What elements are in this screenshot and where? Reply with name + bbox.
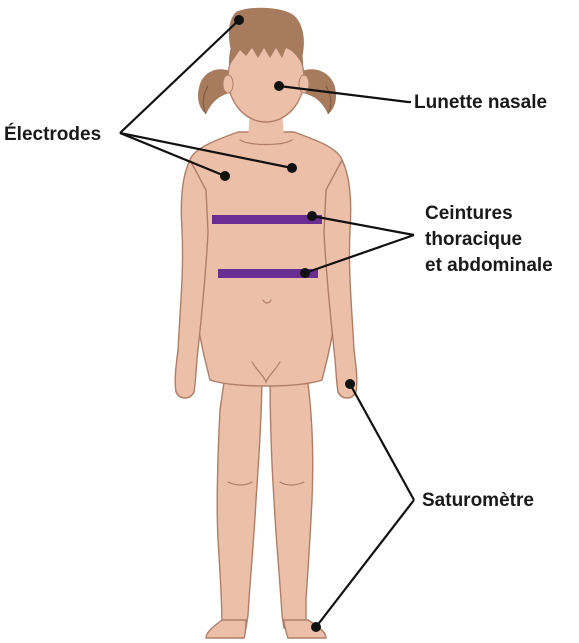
electrode-chest-left-dot	[220, 171, 230, 181]
child-figure	[175, 8, 357, 638]
abdominal-belt-dot	[300, 268, 310, 278]
chest-belt-dot	[307, 211, 317, 221]
nasal-cannula-dot	[274, 81, 284, 91]
legs	[206, 368, 326, 638]
oximeter-foot-dot	[311, 622, 321, 632]
oximeter-hand-dot	[345, 379, 355, 389]
label-nasal-cannula: Lunette nasale	[414, 92, 547, 113]
left-arm	[175, 160, 208, 398]
electrode-head-dot	[234, 15, 244, 25]
label-oximeter: Saturomètre	[422, 490, 534, 511]
right-arm	[324, 160, 357, 398]
label-belts-line2: thoracique	[425, 229, 522, 250]
label-belts-line3: et abdominale	[425, 255, 553, 276]
chest-belt	[212, 215, 322, 224]
label-electrodes: Électrodes	[4, 123, 101, 145]
leader-oximeter-foot	[316, 500, 414, 627]
leader-oximeter-hand	[350, 384, 414, 500]
electrode-chest-right-dot	[287, 163, 297, 173]
label-belts-line1: Ceintures	[425, 203, 513, 224]
